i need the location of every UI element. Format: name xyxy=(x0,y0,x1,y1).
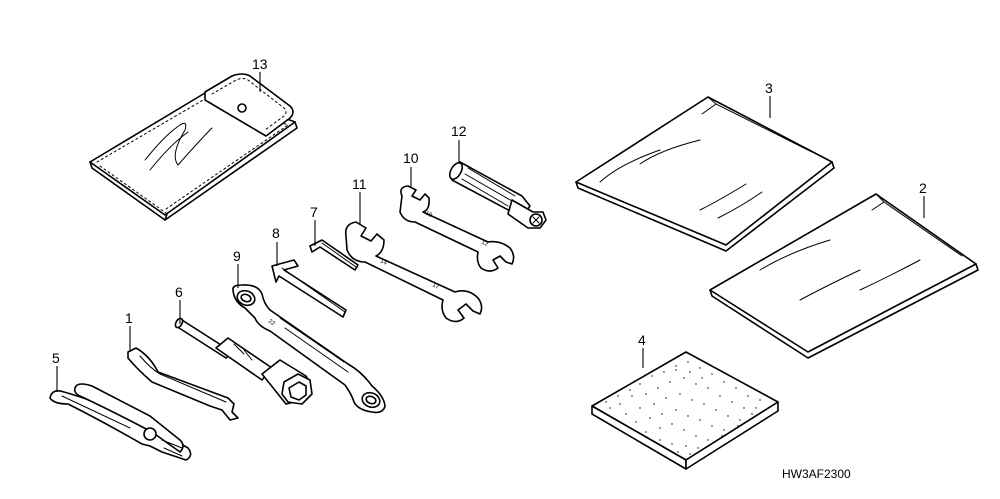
diagram-code: HW3AF2300 xyxy=(782,467,851,481)
screwdriver-handle-12[interactable] xyxy=(447,161,547,229)
callout-10: 10 xyxy=(403,150,419,166)
hex-key-8[interactable] xyxy=(271,259,347,318)
callout-8: 8 xyxy=(272,225,280,241)
hex-key-7[interactable] xyxy=(309,239,359,271)
leader-lines xyxy=(56,72,925,392)
wrench-11-mark-b: 17 xyxy=(431,282,440,291)
pad-4[interactable] xyxy=(591,351,779,470)
wrench-11-mark-a: 14 xyxy=(379,258,388,267)
callout-3: 3 xyxy=(765,80,773,96)
open-end-wrench-10[interactable]: 10 12 xyxy=(399,185,515,272)
callout-11: 11 xyxy=(352,176,367,192)
callout-6: 6 xyxy=(175,284,183,300)
callout-9: 9 xyxy=(233,248,241,264)
callout-5: 5 xyxy=(52,350,60,366)
bag-2[interactable] xyxy=(709,193,979,359)
pliers-5[interactable] xyxy=(49,383,192,461)
callout-13: 13 xyxy=(252,56,268,72)
callout-numbers: 13 12 10 11 7 8 9 6 1 5 3 2 4 xyxy=(52,56,927,366)
tool-1[interactable] xyxy=(127,347,239,421)
wrench-10-mark-b: 12 xyxy=(480,239,489,248)
spark-plug-wrench-6[interactable] xyxy=(174,317,313,405)
wrench-10-mark-a: 10 xyxy=(424,210,433,219)
box-wrench-9[interactable]: 22 xyxy=(232,284,386,414)
callout-7: 7 xyxy=(310,204,318,220)
wrench-9-mark: 22 xyxy=(267,319,276,328)
callout-4: 4 xyxy=(638,332,646,348)
bag-3[interactable] xyxy=(575,96,835,252)
callout-12: 12 xyxy=(451,123,467,139)
callout-2: 2 xyxy=(919,180,927,196)
tool-bag-13[interactable] xyxy=(89,73,298,221)
callout-1: 1 xyxy=(125,310,133,326)
open-end-wrench-11[interactable]: 14 17 xyxy=(344,221,483,323)
